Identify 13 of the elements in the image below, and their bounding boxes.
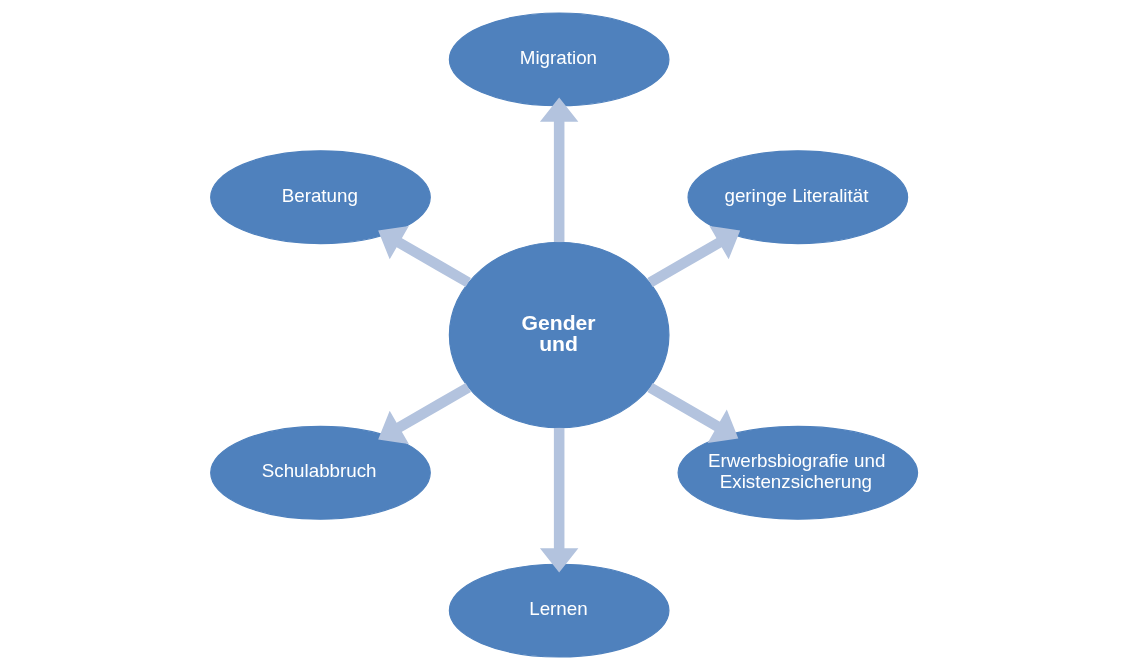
node-ellipse: Lernen: [448, 563, 670, 658]
arrow: [646, 382, 738, 443]
arrow: [377, 226, 471, 288]
arrow: [539, 427, 578, 573]
arrow: [539, 97, 578, 243]
node-ellipse: Schulabbruch: [209, 425, 431, 520]
arrow: [646, 226, 740, 288]
node-ellipse: Migration: [448, 12, 670, 107]
node-ellipse: Beratung: [209, 150, 431, 245]
node-ellipse: Erwerbsbiografie und Existenzsicherung: [677, 425, 918, 520]
arrow: [377, 382, 471, 444]
node-ellipse: geringe Literalität: [686, 150, 908, 245]
node-ellipse: Gender und: [448, 241, 670, 429]
